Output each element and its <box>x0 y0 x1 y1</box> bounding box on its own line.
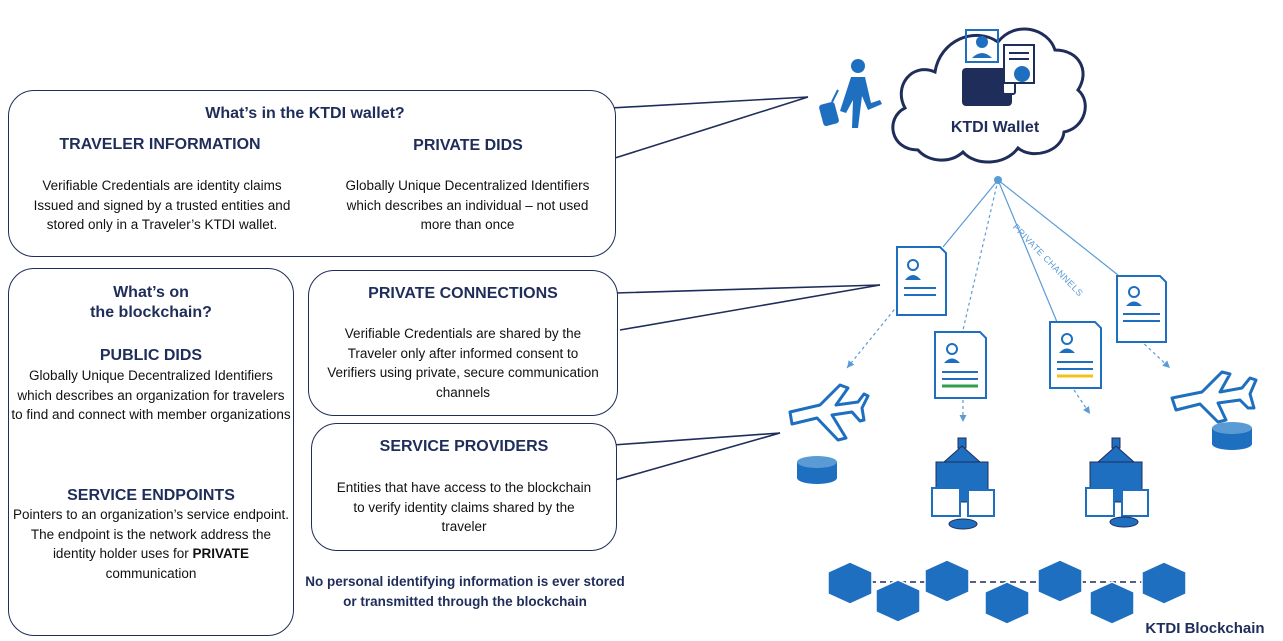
blockchain-contents-box <box>8 268 294 636</box>
service-providers-text: Entities that have access to the blockch… <box>336 480 592 535</box>
service-endpoints-heading: SERVICE ENDPOINTS <box>67 487 235 504</box>
traveler-information-text: Verifiable Credentials are identity clai… <box>33 178 291 233</box>
private-dids-heading: PRIVATE DIDS <box>413 137 523 154</box>
ktdi-wallet-label: KTDI Wallet <box>950 119 1040 136</box>
service-endpoints-text: Pointers to an organization’s service en… <box>12 505 290 583</box>
government-building-icon-2 <box>1085 437 1149 528</box>
private-connections-text: Verifiable Credentials are shared by the… <box>327 326 599 400</box>
blockchain-contents-title-line2: the blockchain? <box>90 304 212 321</box>
wallet-contents-title: What’s in the KTDI wallet? <box>205 105 405 122</box>
credential-doc-4 <box>1116 275 1167 343</box>
privacy-footnote: No personal identifying information is e… <box>305 574 625 609</box>
credential-doc-1 <box>896 246 947 316</box>
service-providers-heading: SERVICE PROVIDERS <box>379 438 549 455</box>
credential-doc-3 <box>1049 321 1102 389</box>
database-icon-left <box>797 456 837 484</box>
airplane-icon-left <box>788 383 870 442</box>
ktdi-blockchain-label: KTDI Blockchain <box>1145 620 1265 637</box>
traveler-information-heading: TRAVELER INFORMATION <box>59 136 261 153</box>
government-building-icon-1 <box>931 437 995 530</box>
credential-doc-2 <box>934 331 987 399</box>
traveler-icon <box>819 59 882 128</box>
database-icon-right <box>1212 422 1252 450</box>
private-connections-heading: PRIVATE CONNECTIONS <box>368 285 558 302</box>
private-dids-text: Globally Unique Decentralized Identifier… <box>345 178 590 233</box>
cloud-icon <box>891 27 1087 164</box>
blockchain-contents-title-line1: What’s on <box>113 284 189 301</box>
block-cubes <box>827 559 1187 625</box>
service-providers-box <box>311 423 617 551</box>
wallet-callout-tail <box>574 96 809 159</box>
service-endpoints-text-before: Pointers to an organization’s service en… <box>13 507 289 562</box>
providers-callout-tail <box>612 432 781 481</box>
service-endpoints-text-bold: PRIVATE <box>192 546 250 562</box>
airplane-icon-right <box>1170 370 1258 424</box>
channel-lines <box>846 179 1171 422</box>
channel-hub <box>994 176 1002 184</box>
service-endpoints-text-after: communication <box>105 565 197 581</box>
private-connections-box <box>308 270 618 416</box>
public-dids-text: Globally Unique Decentralized Identifier… <box>11 368 291 423</box>
connections-callout-tail <box>614 284 881 331</box>
public-dids-heading: PUBLIC DIDS <box>99 347 203 364</box>
wallet-contents-box <box>8 90 616 257</box>
